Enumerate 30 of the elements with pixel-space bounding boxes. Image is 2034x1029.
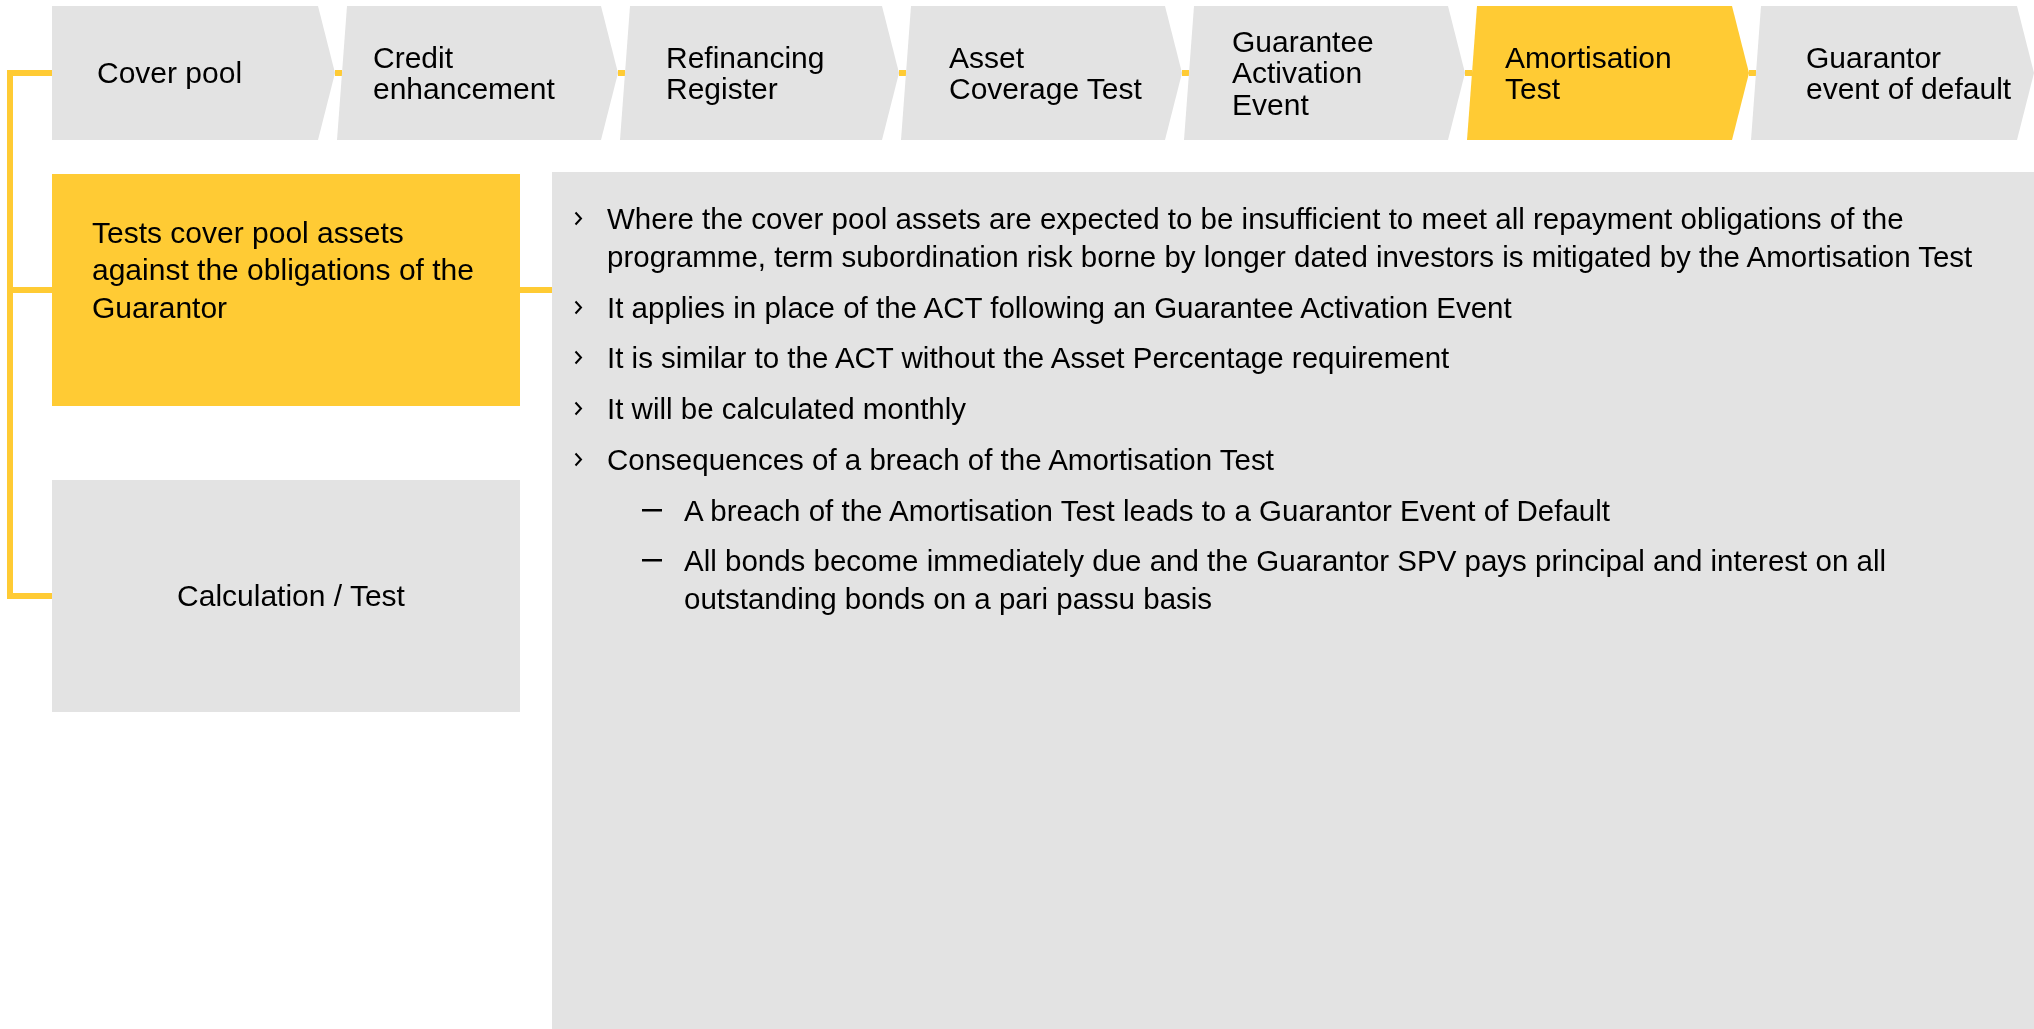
connector-line: [7, 70, 52, 599]
chevron-step: [1751, 6, 2034, 140]
chevron-step: [52, 6, 335, 140]
highlight-box: [52, 174, 520, 406]
bullet-text: It applies in place of the ACT following an Guarantee Activation Event: [607, 289, 1512, 326]
bullet-text: All bonds become immediately due and the Guarantor SPV pays principal and interest on all outstanding bonds on a pari passu basis: [684, 543, 1887, 617]
bullet-text: It is similar to the ACT without the Asset Percentage requirement: [607, 340, 1450, 377]
description-panel: [552, 172, 2034, 1029]
connector-line: [1182, 70, 1189, 76]
bullet-text: Where the cover pool assets are expected to be insufficient to meet all repayment obligations of the programme, term subordination risk borne by longer dated investors is mitigated by the Amortisation Test: [607, 201, 1974, 275]
connector-line: [520, 287, 552, 293]
step-label: Guarantee Activation Event: [1232, 25, 1375, 121]
step-label: Cover pool: [97, 57, 243, 89]
connector-line: [899, 70, 906, 76]
connector-line: [1465, 70, 1472, 76]
bullet-text: A breach of the Amortisation Test leads to a Guarantor Event of Default: [684, 492, 1610, 529]
step-label: Refinancing Register: [666, 41, 826, 105]
step-label: Amortisation Test: [1505, 41, 1673, 105]
connector-line: [1749, 70, 1756, 76]
step-label: Credit enhancement: [373, 41, 556, 105]
bullet-text: Consequences of a breach of the Amortisation Test: [607, 441, 1274, 478]
connector-line: [335, 70, 342, 76]
connector-line: [618, 70, 625, 76]
box-text: Tests cover pool assets against the obligations of the Guarantor: [92, 214, 475, 326]
bullet-text: It will be calculated monthly: [607, 391, 967, 427]
step-label: Guarantor event of default: [1806, 41, 2012, 105]
box-text: Calculation / Test: [177, 578, 405, 615]
chevron-step: [1467, 6, 1749, 140]
step-label: Asset Coverage Test: [949, 41, 1143, 105]
info-box: [52, 480, 520, 712]
